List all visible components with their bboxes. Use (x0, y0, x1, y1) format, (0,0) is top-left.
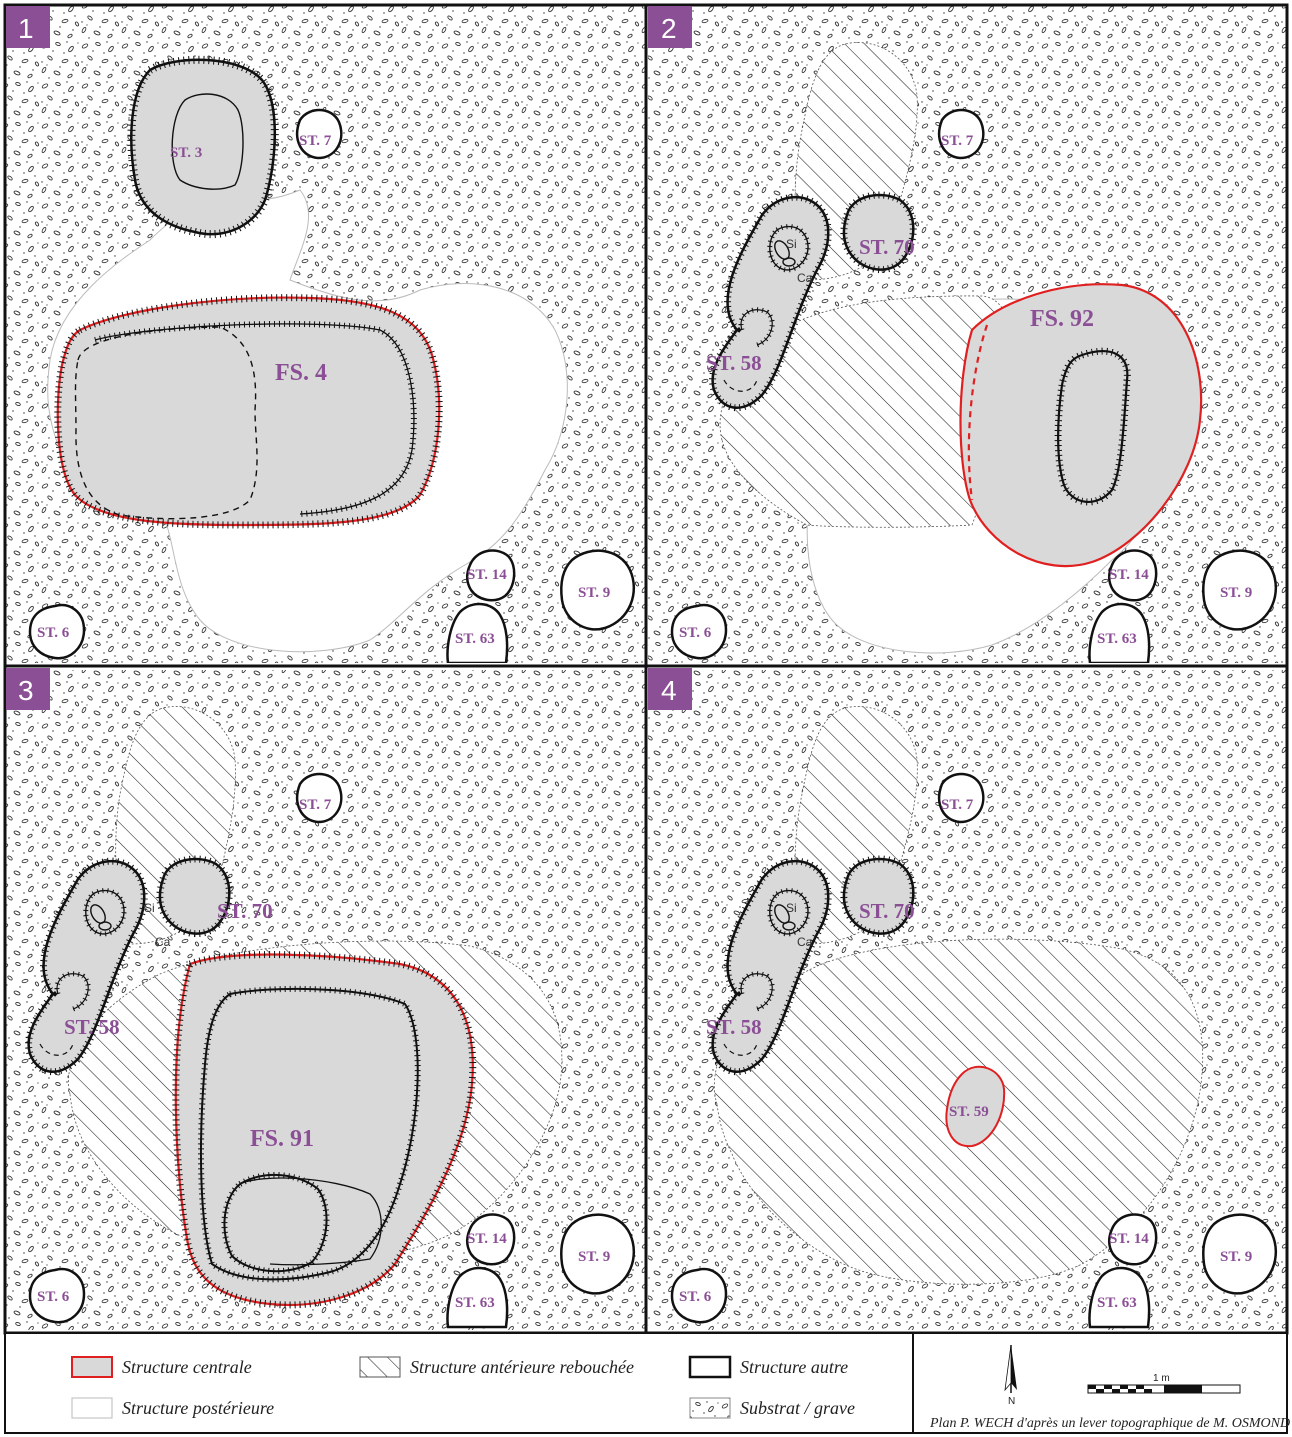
svg-text:Structure autre: Structure autre (740, 1357, 848, 1377)
label-st7: ST. 7 (299, 797, 332, 813)
label-st58: ST. 58 (706, 351, 762, 375)
label-ca: Ca (155, 935, 171, 949)
legend: Structure centrale Structure postérieure… (4, 1332, 1290, 1434)
svg-text:Substrat / grave: Substrat / grave (740, 1398, 855, 1418)
label-st14: ST. 14 (467, 1231, 507, 1247)
svg-text:2: 2 (661, 13, 677, 44)
legend-item-other: Structure autre (688, 1355, 848, 1379)
label-ca: Ca (797, 271, 813, 285)
structure-st59 (945, 1065, 1006, 1148)
label-st58: ST. 58 (706, 1015, 762, 1039)
label-si: Si (786, 237, 797, 251)
legend-item-substrate: Substrat / grave (689, 1397, 855, 1419)
svg-text:Structure centrale: Structure centrale (122, 1357, 252, 1377)
svg-text:Structure antérieure rebouchée: Structure antérieure rebouchée (410, 1357, 634, 1377)
structure-st3 (127, 55, 279, 239)
label-st9: ST. 9 (578, 585, 610, 601)
label-st6: ST. 6 (679, 1289, 712, 1305)
plan-credit: Plan P. WECH d'après un lever topographi… (929, 1416, 1290, 1431)
label-st70: ST. 70 (859, 235, 915, 259)
scale-bar-icon: 1 m (1087, 1373, 1241, 1394)
legend-item-anterior: Structure antérieure rebouchée (359, 1356, 634, 1378)
svg-text:3: 3 (18, 675, 34, 706)
label-st9: ST. 9 (1220, 1249, 1252, 1265)
label-st70: ST. 70 (217, 899, 273, 923)
label-st14: ST. 14 (1109, 1231, 1149, 1247)
panel-3: ST. 7 ST. 70 ST. 58 FS. 91 Si Ca ST. 14 … (6, 670, 645, 1330)
label-st63: ST. 63 (1097, 1295, 1137, 1311)
scale-label: 1 m (1153, 1373, 1170, 1384)
structure-fs92 (959, 283, 1203, 568)
panel-number-badge-2: 2 (648, 6, 692, 48)
svg-text:1: 1 (18, 13, 34, 44)
label-st63: ST. 63 (1097, 631, 1137, 647)
label-st6: ST. 6 (37, 1289, 70, 1305)
structure-fs4 (54, 294, 443, 529)
label-ca: Ca (797, 935, 813, 949)
label-st14: ST. 14 (467, 567, 507, 583)
label-st6: ST. 6 (37, 625, 70, 641)
legend-item-central: Structure centrale (71, 1356, 252, 1378)
north-arrow-icon: N (1004, 1344, 1017, 1407)
panel-2: ST. 7 ST. 70 ST. 58 FS. 92 Si Ca ST. 14 … (648, 6, 1286, 663)
label-si: Si (144, 901, 155, 915)
label-st6: ST. 6 (679, 625, 712, 641)
label-st14: ST. 14 (1109, 567, 1149, 583)
svg-text:4: 4 (661, 675, 677, 706)
north-label: N (1008, 1396, 1015, 1407)
label-st59: ST. 59 (949, 1104, 989, 1120)
label-si: Si (786, 901, 797, 915)
panel-number-badge-1: 1 (6, 6, 50, 48)
label-st70: ST. 70 (859, 899, 915, 923)
panel-number-badge-3: 3 (6, 668, 50, 710)
label-st9: ST. 9 (1220, 585, 1252, 601)
label-st3: ST. 3 (170, 145, 202, 161)
structure-fs91 (172, 951, 477, 1309)
label-fs92: FS. 92 (1030, 306, 1094, 332)
label-st7: ST. 7 (941, 133, 974, 149)
panel-4: ST. 7 ST. 70 ST. 58 ST. 59 Si Ca ST. 14 … (648, 670, 1286, 1330)
label-st63: ST. 63 (455, 631, 495, 647)
label-st7: ST. 7 (299, 133, 332, 149)
label-st9: ST. 9 (578, 1249, 610, 1265)
panel-1: ST. 3 ST. 7 FS. 4 ST. 14 ST. 9 ST. 6 ST.… (6, 6, 645, 663)
label-st7: ST. 7 (941, 797, 974, 813)
legend-item-posterior: Structure postérieure (71, 1397, 274, 1419)
label-st58: ST. 58 (64, 1015, 120, 1039)
label-fs91: FS. 91 (250, 1126, 314, 1152)
label-st63: ST. 63 (455, 1295, 495, 1311)
svg-text:Structure postérieure: Structure postérieure (122, 1398, 274, 1418)
panel-number-badge-4: 4 (648, 668, 692, 710)
label-fs4: FS. 4 (275, 360, 327, 386)
